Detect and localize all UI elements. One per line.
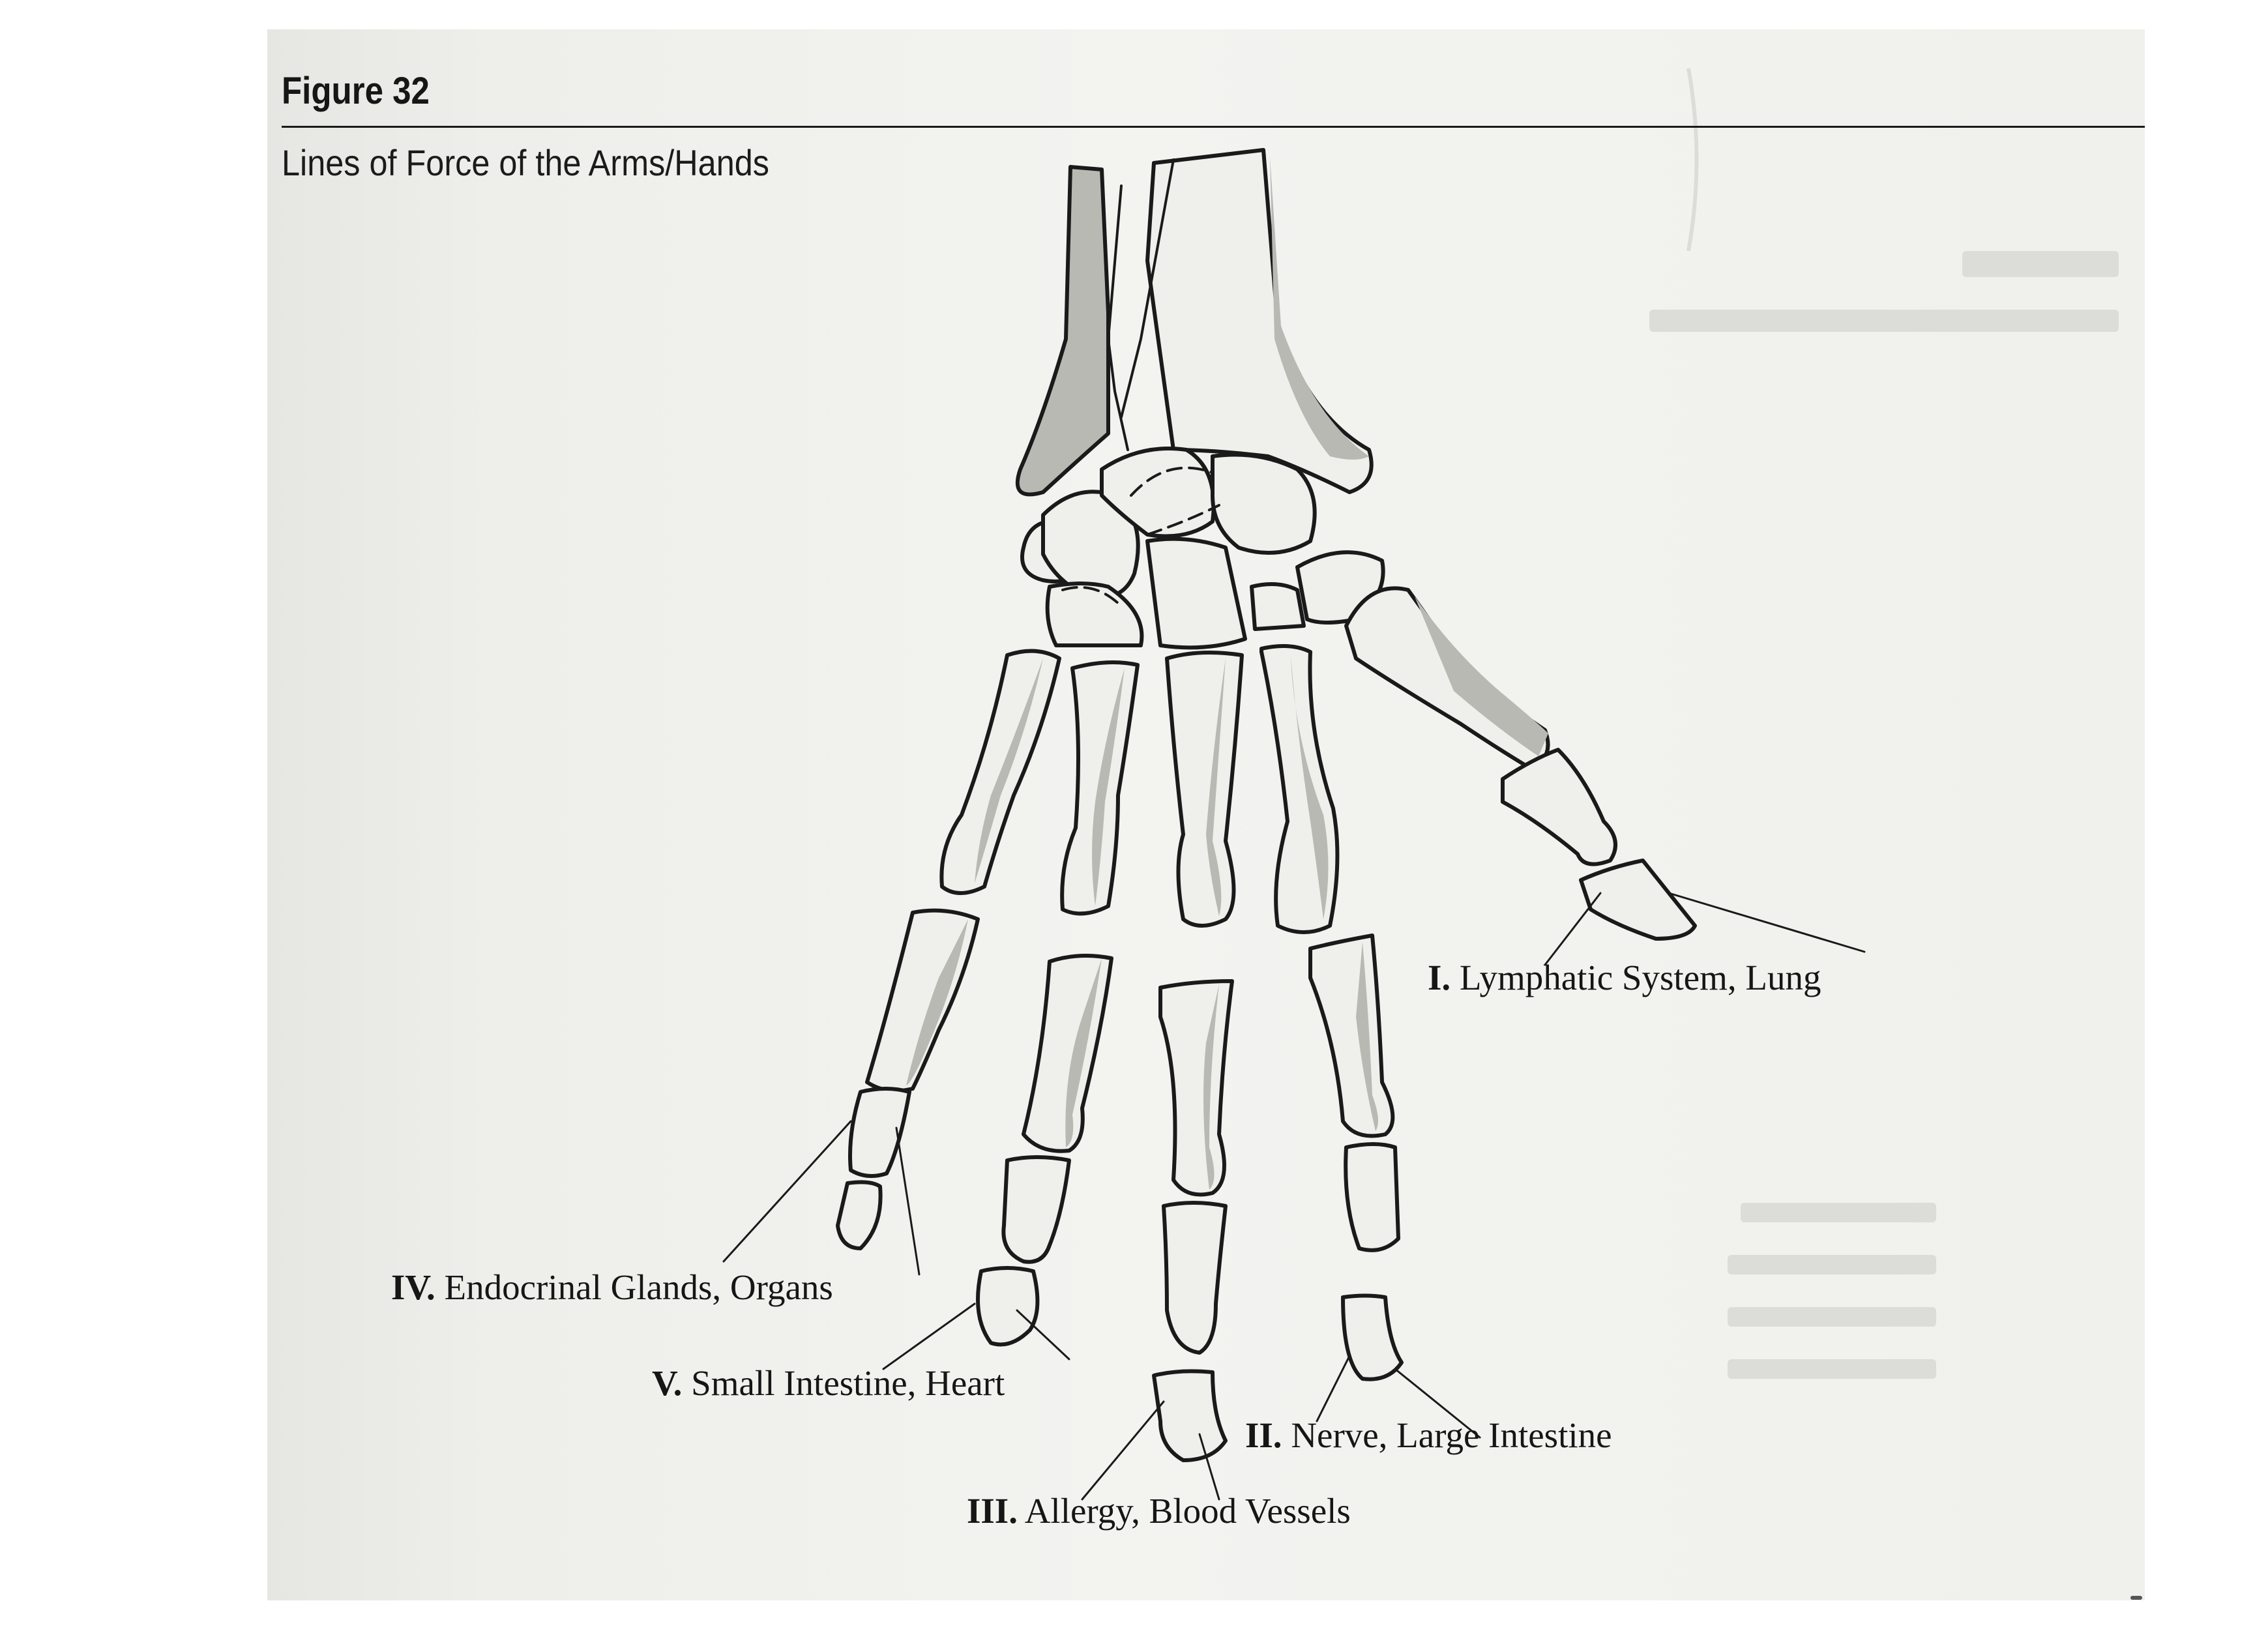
carpal-capitate [1145,537,1247,650]
leader-I-a [1544,892,1602,966]
leader-II-a [1316,1355,1351,1422]
radius-shading [1270,156,1369,460]
thumb-shade [1415,596,1548,756]
index-proximal-phalanx [1308,934,1395,1138]
carpal-dash-2 [1146,504,1220,536]
interosseous-line-2 [1120,158,1175,419]
label-IV-numeral: IV. [391,1267,435,1307]
leader-V-b [1016,1309,1070,1361]
little-distal-phalanx [836,1180,883,1250]
label-V-text: Small Intestine, Heart [691,1363,1005,1403]
figure-subtitle: Lines of Force of the Arms/Hands [282,142,769,183]
carpal-trapezoid [1250,582,1306,631]
ring-middle-phalanx [1001,1155,1071,1264]
label-III-numeral: III. [967,1491,1018,1531]
leader-V-a [882,1302,976,1370]
thumb-metacarpal [1344,586,1550,771]
carpal-dash-1 [1130,466,1214,497]
label-III: III. Allergy, Blood Vessels [967,1490,1351,1532]
middle-middle-phalanx [1162,1201,1228,1355]
thumb-proximal-phalanx [1501,748,1617,866]
figure-rule [282,126,2145,128]
label-I-text: Lymphatic System, Lung [1459,958,1821,997]
page-edge-mark [2130,1596,2142,1600]
carpal-lunate [1100,447,1216,538]
label-IV-text: Endocrinal Glands, Organs [444,1267,833,1307]
label-II: II. Nerve, Large Intestine [1245,1415,1612,1456]
leader-III-b [1198,1433,1220,1501]
ulna-bone [1015,165,1110,497]
interosseous-line [1107,184,1129,451]
ring-distal-phalanx [976,1266,1040,1347]
label-I-numeral: I. [1428,958,1451,997]
index-middle-phalanx [1344,1142,1400,1252]
figure-header: Figure 32 Lines of Force of the Arms/Han… [282,68,2145,183]
label-II-text: Nerve, Large Intestine [1291,1415,1612,1455]
label-V: V. Small Intestine, Heart [652,1362,1005,1404]
leader-IV-a [722,1120,852,1263]
carpal-scaphoid [1211,452,1317,555]
leader-II-b [1394,1368,1481,1439]
little-middle-phalanx [848,1087,911,1178]
label-II-numeral: II. [1245,1415,1282,1455]
leader-IV-b [895,1126,920,1276]
middle-metacarpal [1165,651,1244,928]
leader-I-b [1668,892,1866,953]
carpal-hamate [1045,581,1144,647]
label-III-text: Allergy, Blood Vessels [1024,1491,1351,1531]
thumb-distal-phalanx [1579,859,1697,941]
bleed-through-text [1649,68,2119,1379]
middle-distal-phalanx [1152,1369,1228,1462]
label-V-numeral: V. [652,1363,683,1403]
label-I: I. Lymphatic System, Lung [1428,957,1821,999]
index-distal-phalanx [1341,1293,1404,1381]
carpal-dash-3 [1061,585,1123,608]
figure-number: Figure 32 [282,70,430,112]
label-IV: IV. Endocrinal Glands, Organs [391,1267,833,1308]
leader-III-a [1081,1400,1165,1501]
middle-proximal-phalanx [1158,979,1234,1197]
